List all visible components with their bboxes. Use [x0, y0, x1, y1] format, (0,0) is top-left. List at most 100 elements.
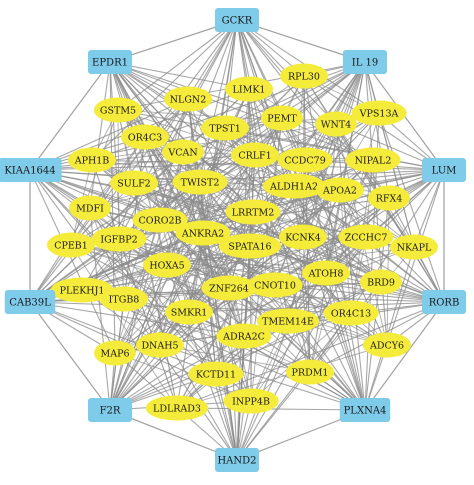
gene-node-brd9[interactable]: BRD9 — [360, 269, 402, 295]
gene-node-kcnk4[interactable]: KCNK4 — [279, 224, 327, 250]
hub-node-rorb[interactable]: RORB — [422, 290, 466, 314]
hub-node-lum[interactable]: LUM — [422, 158, 466, 182]
hub-node-gckr[interactable]: GCKR — [215, 8, 259, 32]
gene-node-shape — [110, 170, 158, 196]
gene-node-gstm5[interactable]: GSTM5 — [94, 97, 142, 123]
network-edge — [364, 301, 445, 411]
network-edge — [159, 344, 311, 373]
gene-node-shape — [323, 300, 379, 326]
gene-node-or4c3[interactable]: OR4C3 — [121, 124, 169, 150]
gene-node-label: RFX4 — [376, 193, 403, 204]
network-edge — [89, 207, 125, 300]
gene-node-pemt[interactable]: PEMT — [261, 105, 303, 131]
gene-node-vps13a[interactable]: VPS13A — [351, 100, 407, 126]
gene-node-igfbp2[interactable]: IGFBP2 — [91, 226, 147, 252]
hub-node-f2r[interactable]: F2R — [88, 398, 132, 422]
gene-node-shape — [315, 111, 357, 137]
gene-node-adcy6[interactable]: ADCY6 — [363, 332, 411, 358]
gene-node-shape — [172, 169, 228, 195]
gene-node-shape — [121, 124, 169, 150]
gene-node-hoxa5[interactable]: HOXA5 — [143, 252, 191, 278]
gene-node-prdm1[interactable]: PRDM1 — [286, 359, 334, 385]
hub-node-shape — [88, 50, 132, 74]
gene-node-smkr1[interactable]: SMKR1 — [165, 299, 213, 325]
network-edge — [29, 301, 111, 411]
gene-node-spata16[interactable]: SPATA16 — [218, 233, 282, 259]
gene-node-label: TWIST2 — [181, 177, 220, 188]
gene-node-zcchc7[interactable]: ZCCHC7 — [338, 224, 394, 250]
network-edge — [335, 123, 366, 411]
gene-node-label: CNOT10 — [254, 280, 296, 291]
gene-node-cpeb1[interactable]: CPEB1 — [47, 232, 95, 258]
hub-node-epdr1[interactable]: EPDR1 — [88, 50, 132, 74]
gene-node-shape — [351, 100, 407, 126]
gene-node-label: NLGN2 — [170, 94, 207, 105]
gene-node-shape — [50, 277, 114, 303]
gene-node-lrrtm2[interactable]: LRRTM2 — [225, 199, 281, 225]
hub-node-cab39l[interactable]: CAB39L — [4, 290, 56, 314]
gene-node-or4c13[interactable]: OR4C13 — [323, 300, 379, 326]
gene-node-shape — [175, 220, 231, 246]
gene-node-rpl30[interactable]: RPL30 — [280, 63, 328, 89]
gene-node-aldh1a2[interactable]: ALDH1A2 — [262, 173, 326, 199]
gene-node-shape — [360, 269, 402, 295]
network-edge — [202, 232, 217, 375]
gene-node-shape — [261, 105, 303, 131]
gene-node-coro2b[interactable]: CORO2B — [132, 207, 188, 233]
gene-node-itgb8[interactable]: ITGB8 — [100, 286, 148, 312]
network-edge — [109, 61, 184, 153]
gene-node-znf264[interactable]: ZNF264 — [201, 275, 257, 301]
network-edge — [118, 238, 289, 322]
gene-node-inpp4b[interactable]: INPP4B — [223, 388, 279, 414]
gene-node-shape — [69, 195, 111, 221]
gene-node-tpst1[interactable]: TPST1 — [201, 115, 249, 141]
network-edge — [250, 117, 283, 402]
gene-node-aph1b[interactable]: APH1B — [68, 147, 116, 173]
gene-node-adra2c[interactable]: ADRA2C — [216, 323, 272, 349]
gene-node-twist2[interactable]: TWIST2 — [172, 169, 228, 195]
gene-node-shape — [94, 340, 136, 366]
gene-node-kctd11[interactable]: KCTD11 — [188, 361, 244, 387]
gene-node-nkapl[interactable]: NKAPL — [390, 234, 438, 260]
hub-node-label: KIAA1644 — [4, 166, 55, 177]
gene-node-wnt4[interactable]: WNT4 — [315, 111, 357, 137]
gene-node-cnot10[interactable]: CNOT10 — [247, 272, 303, 298]
gene-node-crlf1[interactable]: CRLF1 — [231, 142, 279, 168]
gene-node-label: ADRA2C — [222, 331, 265, 342]
gene-node-vcan[interactable]: VCAN — [162, 139, 204, 165]
hub-node-plxna4[interactable]: PLXNA4 — [339, 398, 391, 422]
gene-node-label: DNAH5 — [141, 340, 178, 351]
gene-node-ankra2[interactable]: ANKRA2 — [175, 220, 231, 246]
gene-node-rfx4[interactable]: RFX4 — [368, 185, 410, 211]
network-edge — [378, 112, 415, 248]
gene-node-apoa2[interactable]: APOA2 — [316, 177, 364, 203]
gene-node-nipal2[interactable]: NIPAL2 — [345, 147, 401, 173]
hub-node-hand2[interactable]: HAND2 — [215, 448, 259, 472]
gene-node-ccdc79[interactable]: CCDC79 — [277, 147, 333, 173]
gene-node-shape — [164, 86, 212, 112]
gene-node-label: NKAPL — [397, 242, 432, 253]
gene-node-plekhj1[interactable]: PLEKHJ1 — [50, 277, 114, 303]
gene-node-nlgn2[interactable]: NLGN2 — [164, 86, 212, 112]
gene-node-label: ADCY6 — [369, 340, 404, 351]
gene-node-shape — [91, 226, 147, 252]
gene-node-limk1[interactable]: LIMK1 — [225, 76, 273, 102]
network-edge — [304, 61, 366, 161]
gene-node-label: TPST1 — [209, 123, 241, 134]
network-edge — [224, 127, 304, 238]
gene-node-mdfi[interactable]: MDFI — [69, 195, 111, 221]
gene-node-label: APH1B — [74, 155, 110, 166]
hub-node-label: EPDR1 — [92, 58, 128, 69]
gene-node-map6[interactable]: MAP6 — [94, 340, 136, 366]
gene-node-tmem14e[interactable]: TMEM14E — [256, 308, 320, 334]
hub-node-il19[interactable]: IL 19 — [343, 50, 387, 74]
gene-node-label: LIMK1 — [233, 84, 266, 95]
hub-node-shape — [215, 448, 259, 472]
gene-node-shape — [143, 252, 191, 278]
network-edge — [144, 136, 238, 461]
gene-node-ldlrad3[interactable]: LDLRAD3 — [145, 395, 209, 421]
gene-node-dnah5[interactable]: DNAH5 — [136, 332, 184, 358]
hub-node-kiaa1644[interactable]: KIAA1644 — [0, 158, 62, 182]
gene-node-atoh8[interactable]: ATOH8 — [302, 260, 350, 286]
gene-node-sulf2[interactable]: SULF2 — [110, 170, 158, 196]
